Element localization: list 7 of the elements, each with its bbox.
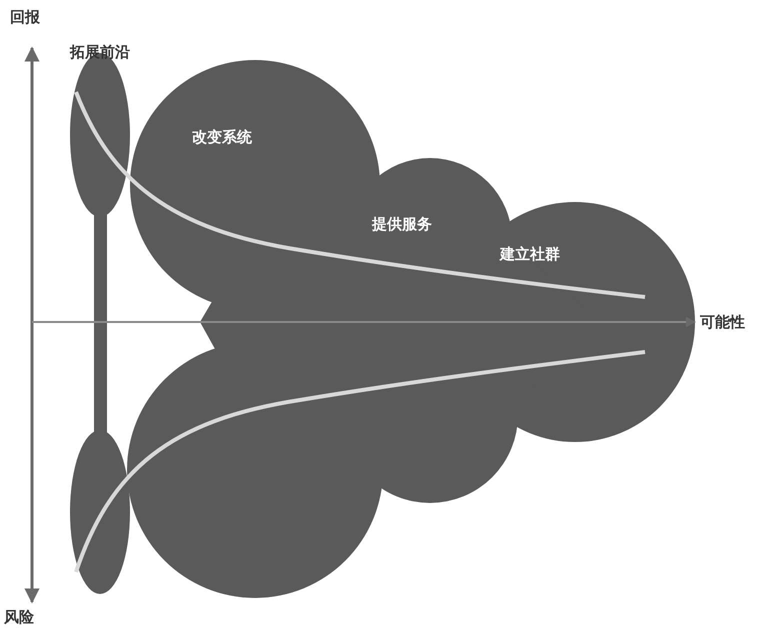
axis-label: 可能性 (700, 313, 745, 332)
axis-label: 风险 (4, 608, 34, 627)
region-label: 提供服务 (372, 215, 432, 234)
axis-label: 回报 (10, 8, 40, 27)
region-label: 改变系统 (192, 128, 252, 147)
region-label: 建立社群 (500, 245, 560, 264)
annotation-label: 拓展前沿 (70, 43, 130, 62)
